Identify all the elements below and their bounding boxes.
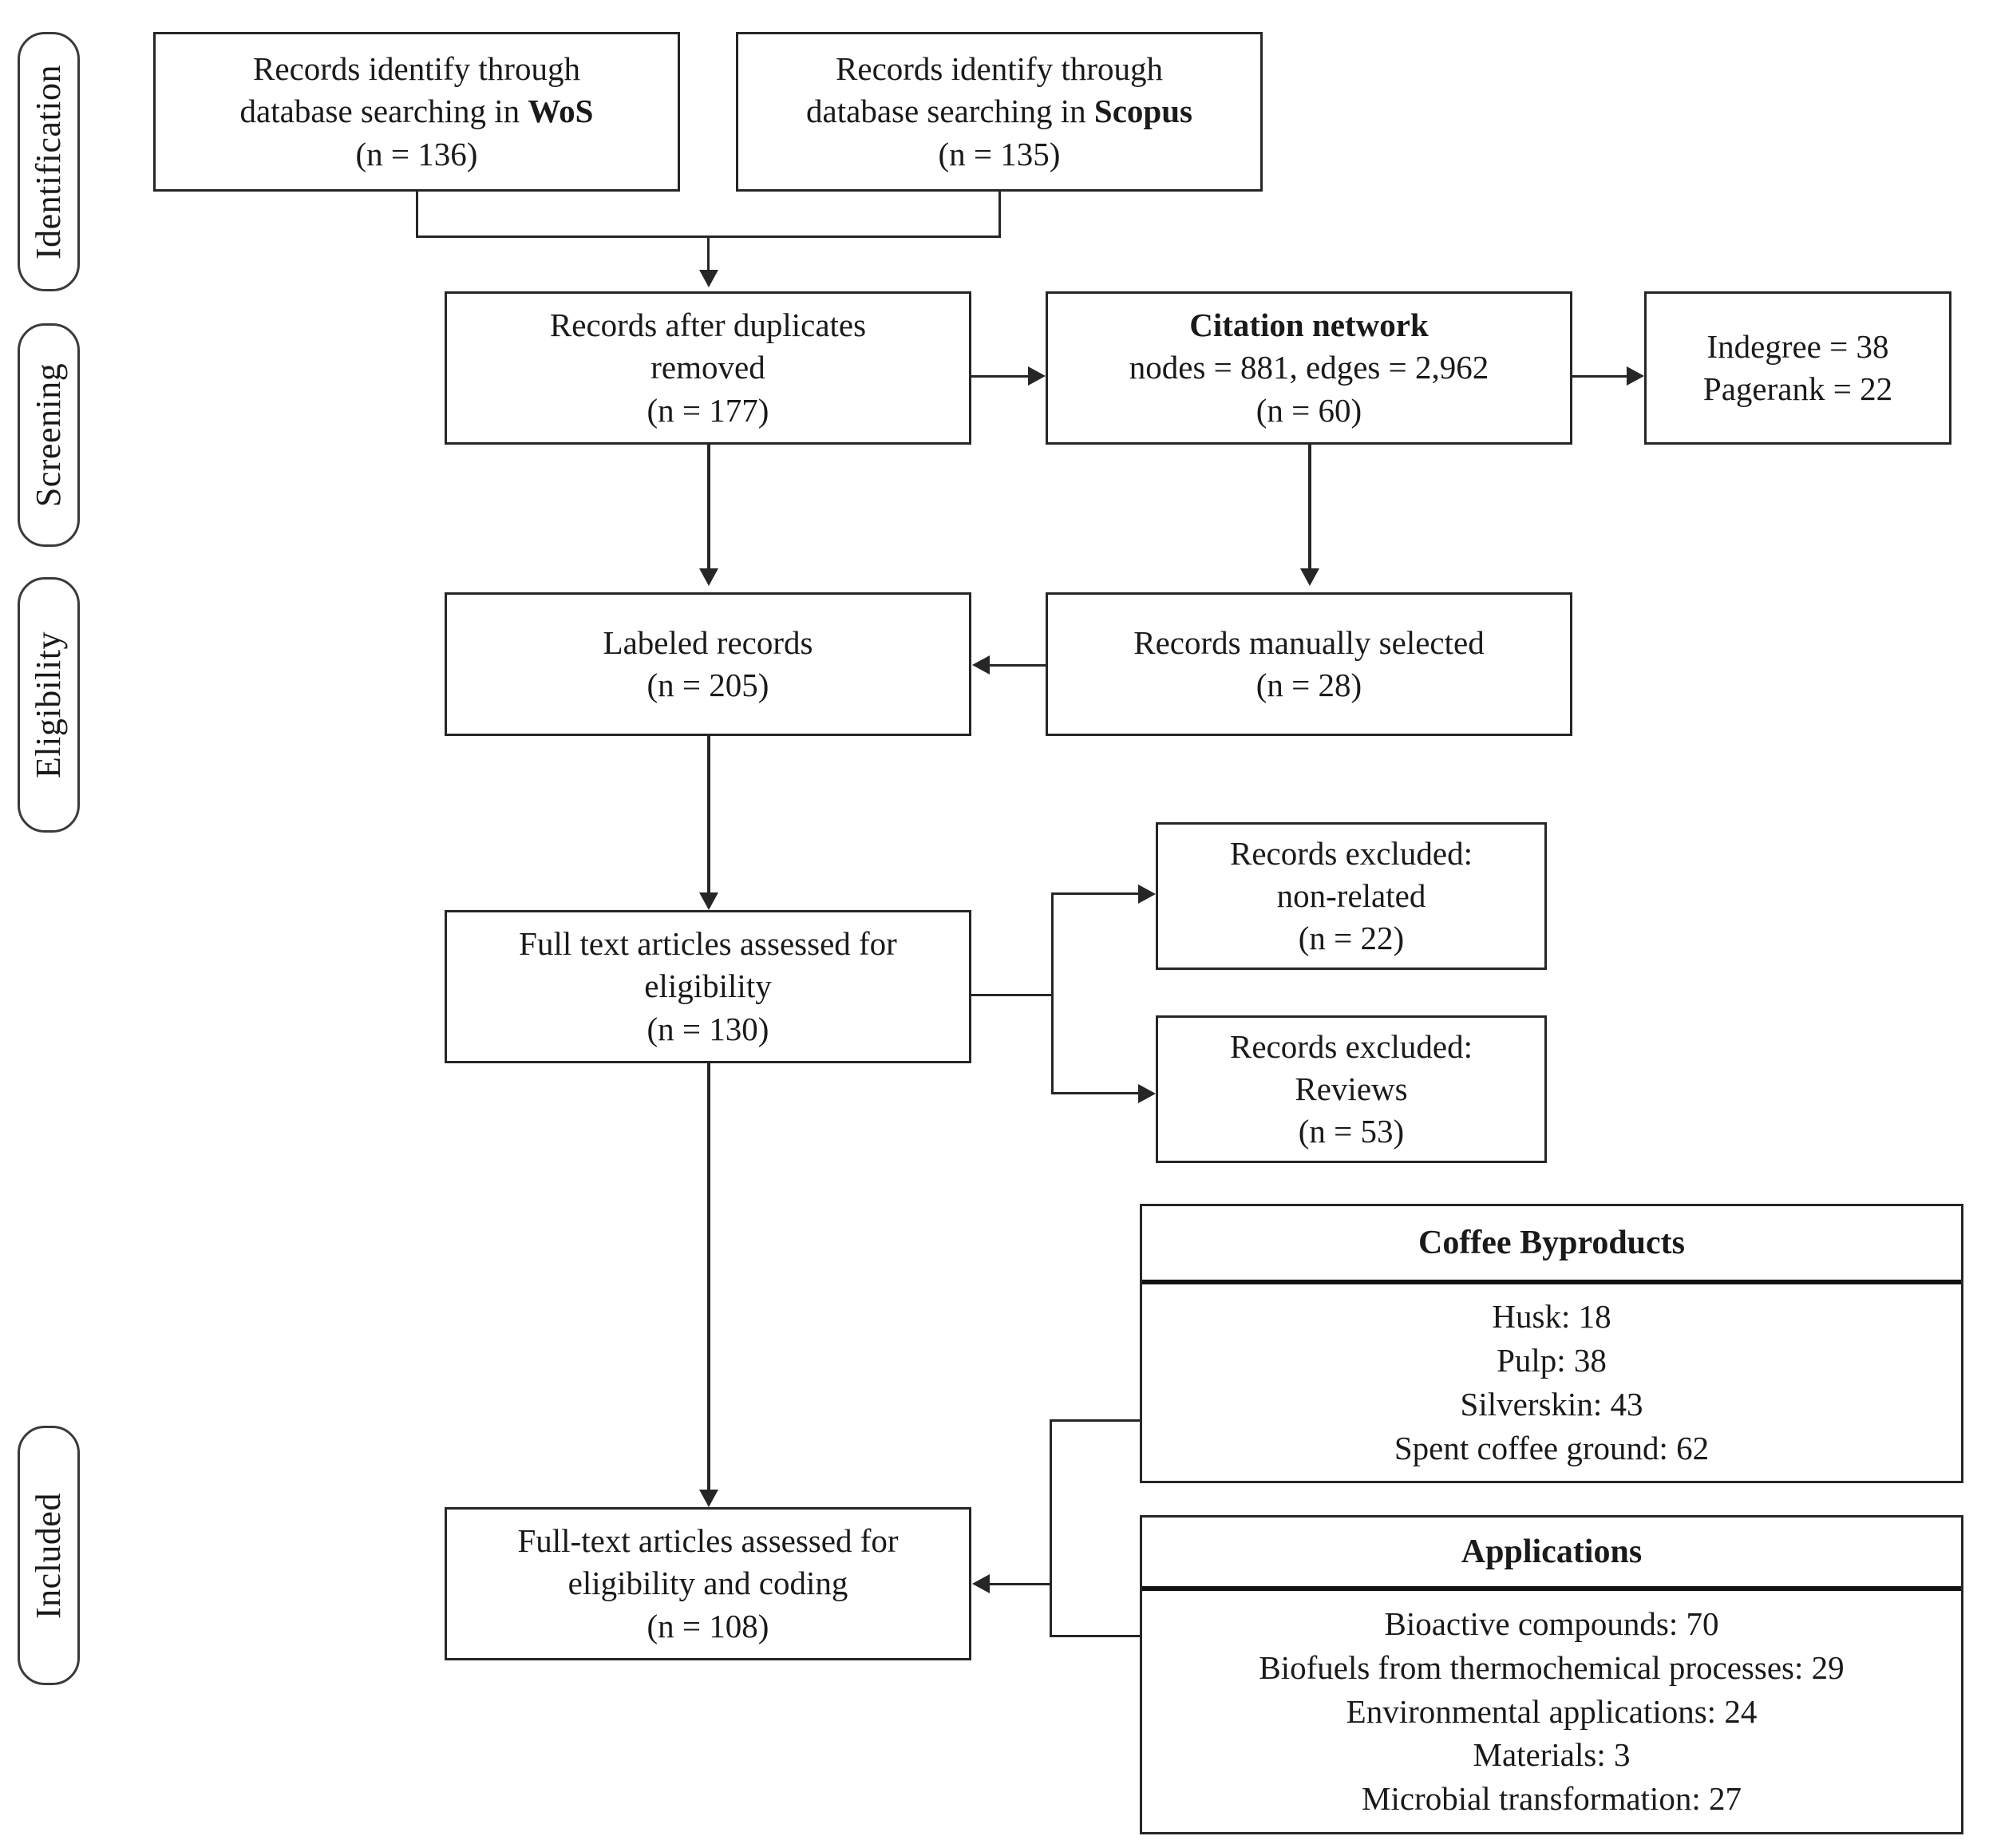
arrow-duplicates-to-labeled bbox=[699, 568, 718, 586]
box-citation-network: Citation network nodes = 881, edges = 2,… bbox=[1046, 291, 1572, 445]
box-records-wos-line1: Records identify through bbox=[253, 50, 580, 88]
box-duplicates-line2: removed bbox=[650, 349, 765, 386]
connector-fulltext-split-stem bbox=[971, 994, 1054, 996]
connector-fulltext-to-nonrelated bbox=[1051, 892, 1138, 895]
connector-scopus-down bbox=[998, 192, 1001, 238]
connector-wos-down bbox=[416, 192, 418, 238]
box-records-wos-line2-prefix: database searching in bbox=[239, 93, 528, 130]
connector-duplicates-to-labeled bbox=[707, 445, 710, 572]
box-records-scopus: Records identify through database search… bbox=[736, 32, 1263, 192]
table-coffee-byproducts-header: Coffee Byproducts bbox=[1142, 1206, 1961, 1284]
arrow-manual-to-labeled bbox=[972, 655, 990, 675]
box-excluded-non-related: Records excluded: non-related (n = 22) bbox=[1156, 822, 1547, 970]
box-records-wos-database: WoS bbox=[528, 93, 594, 130]
phase-included-label: Included bbox=[29, 1492, 68, 1619]
phase-identification-label: Identification bbox=[29, 64, 69, 259]
arrow-fulltext-to-nonrelated bbox=[1138, 884, 1156, 904]
box-duplicates-count: (n = 177) bbox=[647, 391, 769, 429]
arrow-duplicates-to-network bbox=[1028, 366, 1046, 386]
box-included-articles: Full-text articles assessed for eligibil… bbox=[445, 1507, 971, 1660]
connector-tables-to-included bbox=[990, 1583, 1052, 1585]
phase-identification: Identification bbox=[18, 32, 80, 291]
connector-network-to-manual bbox=[1308, 445, 1311, 572]
table-applications: Applications Bioactive compounds: 70 Bio… bbox=[1140, 1515, 1963, 1834]
box-records-scopus-line2: database searching in Scopus bbox=[806, 90, 1192, 133]
phase-screening-label: Screening bbox=[29, 362, 68, 508]
table-row: Spent coffee ground: 62 bbox=[1394, 1429, 1710, 1466]
box-labeled-records-line1: Labeled records bbox=[603, 623, 813, 661]
box-full-text-count: (n = 130) bbox=[647, 1010, 769, 1047]
table-applications-body: Bioactive compounds: 70 Biofuels from th… bbox=[1142, 1591, 1961, 1832]
box-metrics-pagerank: Pagerank = 22 bbox=[1702, 370, 1893, 407]
table-row: Biofuels from thermochemical processes: … bbox=[1259, 1648, 1845, 1686]
table-row: Bioactive compounds: 70 bbox=[1384, 1605, 1719, 1642]
table-coffee-byproducts-body: Husk: 18 Pulp: 38 Silverskin: 43 Spent c… bbox=[1142, 1284, 1961, 1481]
box-full-text-line1: Full text articles assessed for bbox=[519, 925, 897, 963]
box-records-after-duplicates: Records after duplicates removed (n = 17… bbox=[445, 291, 971, 445]
box-excluded-non-related-count: (n = 22) bbox=[1298, 920, 1405, 957]
table-row: Environmental applications: 24 bbox=[1346, 1692, 1758, 1730]
box-manually-selected-count: (n = 28) bbox=[1255, 667, 1362, 703]
table-row: Microbial transformation: 27 bbox=[1362, 1780, 1742, 1818]
arrow-fulltext-to-included bbox=[699, 1490, 718, 1507]
arrow-network-to-manual bbox=[1300, 568, 1319, 586]
connector-tables-merge-riser bbox=[1050, 1419, 1052, 1637]
box-full-text-line2: eligibility bbox=[644, 968, 772, 1005]
box-excluded-non-related-line1: Records excluded: bbox=[1230, 834, 1473, 872]
box-full-text-assessed: Full text articles assessed for eligibil… bbox=[445, 910, 971, 1063]
box-records-wos: Records identify through database search… bbox=[153, 32, 680, 192]
connector-manual-to-labeled bbox=[990, 664, 1046, 667]
box-labeled-records: Labeled records (n = 205) bbox=[445, 592, 971, 736]
connector-fulltext-to-included bbox=[707, 1063, 710, 1494]
phase-eligibility: Eligibility bbox=[18, 577, 80, 833]
arrow-labeled-to-fulltext bbox=[699, 892, 718, 910]
phase-eligibility-label: Eligibility bbox=[29, 631, 69, 778]
table-coffee-byproducts: Coffee Byproducts Husk: 18 Pulp: 38 Silv… bbox=[1140, 1204, 1963, 1483]
box-records-wos-line2: database searching in WoS bbox=[240, 90, 594, 133]
arrow-tables-to-included bbox=[972, 1574, 990, 1593]
box-duplicates-line1: Records after duplicates bbox=[549, 307, 867, 344]
box-included-count: (n = 108) bbox=[647, 1607, 769, 1644]
phase-included: Included bbox=[18, 1426, 80, 1685]
table-row: Husk: 18 bbox=[1492, 1298, 1611, 1336]
arrow-fulltext-to-reviews bbox=[1138, 1084, 1156, 1103]
box-included-line1: Full-text articles assessed for bbox=[517, 1522, 899, 1560]
box-manually-selected-line1: Records manually selected bbox=[1133, 623, 1485, 661]
box-excluded-reviews: Records excluded: Reviews (n = 53) bbox=[1156, 1015, 1547, 1163]
connector-applications-stub bbox=[1050, 1635, 1142, 1637]
box-included-line2: eligibility and coding bbox=[567, 1565, 848, 1602]
box-excluded-reviews-count: (n = 53) bbox=[1298, 1113, 1405, 1150]
connector-fulltext-split-riser bbox=[1051, 892, 1054, 1094]
box-records-scopus-line2-prefix: database searching in bbox=[806, 93, 1094, 130]
connector-network-to-metrics bbox=[1572, 375, 1627, 378]
connector-fulltext-to-reviews bbox=[1051, 1092, 1138, 1094]
box-excluded-non-related-line2: non-related bbox=[1276, 877, 1426, 914]
connector-merge-to-duplicates bbox=[707, 235, 710, 274]
connector-labeled-to-fulltext bbox=[707, 736, 710, 896]
connector-byproducts-stub bbox=[1050, 1419, 1142, 1422]
box-excluded-reviews-line2: Reviews bbox=[1295, 1070, 1408, 1107]
phase-screening: Screening bbox=[18, 323, 80, 547]
table-row: Silverskin: 43 bbox=[1460, 1386, 1643, 1423]
box-excluded-reviews-line1: Records excluded: bbox=[1230, 1027, 1473, 1065]
table-applications-header: Applications bbox=[1142, 1518, 1961, 1591]
box-records-wos-count: (n = 136) bbox=[355, 135, 478, 172]
table-row: Pulp: 38 bbox=[1497, 1342, 1607, 1379]
box-citation-network-stats: nodes = 881, edges = 2,962 bbox=[1129, 349, 1489, 386]
box-records-scopus-database: Scopus bbox=[1093, 93, 1192, 130]
box-records-scopus-count: (n = 135) bbox=[938, 135, 1061, 172]
connector-duplicates-to-network bbox=[971, 375, 1028, 378]
box-records-scopus-line1: Records identify through bbox=[836, 50, 1163, 88]
box-metrics-indegree: Indegree = 38 bbox=[1706, 327, 1889, 365]
box-labeled-records-count: (n = 205) bbox=[647, 667, 769, 703]
box-citation-network-count: (n = 60) bbox=[1255, 391, 1362, 429]
box-network-metrics: Indegree = 38 Pagerank = 22 bbox=[1644, 291, 1951, 445]
arrow-network-to-metrics bbox=[1627, 366, 1644, 386]
box-citation-network-title: Citation network bbox=[1189, 307, 1429, 344]
arrow-merge-to-duplicates bbox=[699, 270, 718, 287]
box-manually-selected: Records manually selected (n = 28) bbox=[1046, 592, 1572, 736]
table-row: Materials: 3 bbox=[1473, 1736, 1631, 1774]
